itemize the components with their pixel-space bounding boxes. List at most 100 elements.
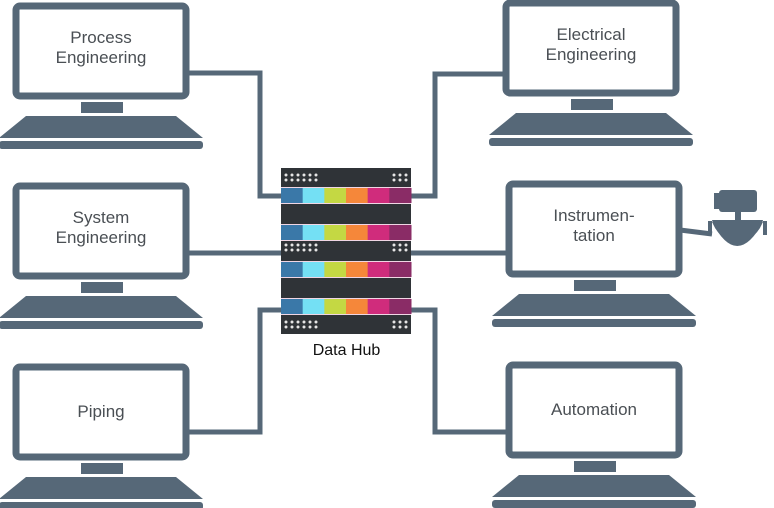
rack-vent-dot xyxy=(398,178,402,182)
laptop-base xyxy=(492,319,696,327)
rack-vent-dot xyxy=(314,248,318,252)
rack-vent-dot xyxy=(404,325,408,329)
computer-piping[interactable] xyxy=(0,363,203,508)
link-piping xyxy=(189,307,282,435)
rack-vent-dot xyxy=(302,173,306,177)
rack-vent-dot xyxy=(398,320,402,324)
rack-vent-dot xyxy=(308,248,312,252)
rack-vent-dot xyxy=(308,320,312,324)
rack-vent-dot xyxy=(290,320,294,324)
rack-vent-dot xyxy=(404,173,408,177)
label-piping: Piping xyxy=(16,402,186,422)
rack-led xyxy=(281,188,304,203)
monitor-screen xyxy=(12,182,190,280)
laptop-base xyxy=(492,500,696,508)
rack-vent-dot xyxy=(392,173,396,177)
rack-vent-dot xyxy=(404,248,408,252)
computer-process[interactable] xyxy=(0,2,203,149)
monitor-stand xyxy=(574,280,616,291)
connection-lines xyxy=(189,70,713,435)
rack-vent-dot xyxy=(290,178,294,182)
rack-vent-dot xyxy=(302,320,306,324)
rack-led xyxy=(324,188,347,203)
rack-vent-dot xyxy=(308,325,312,329)
rack-vent-dot xyxy=(392,243,396,247)
rack-vent-dot xyxy=(314,325,318,329)
rack-vent-dot xyxy=(284,320,288,324)
laptop-base xyxy=(0,321,203,329)
rack-vent-dot xyxy=(398,243,402,247)
keyboard xyxy=(0,477,203,499)
laptop-base xyxy=(0,502,203,508)
rack-led xyxy=(367,262,390,277)
rack-led xyxy=(367,225,390,240)
rack-vent-dot xyxy=(296,320,300,324)
monitor-stand xyxy=(81,463,123,474)
monitor-screen xyxy=(502,0,680,97)
rack-vent-dot xyxy=(398,248,402,252)
keyboard xyxy=(489,113,693,135)
computer-electrical[interactable] xyxy=(489,0,693,146)
rack-vent-dot xyxy=(404,178,408,182)
monitor-stand xyxy=(571,99,613,110)
keyboard xyxy=(0,116,203,138)
computer-system[interactable] xyxy=(0,182,203,329)
data-hub-rack[interactable] xyxy=(281,168,412,334)
rack-vent-dot xyxy=(308,178,312,182)
monitor-stand xyxy=(81,102,123,113)
computer-instrumentation[interactable] xyxy=(492,180,696,327)
label-line: Instrumen- xyxy=(553,206,635,225)
rack-led xyxy=(389,299,412,314)
rack-vent-dot xyxy=(404,243,408,247)
rack-vent-dot xyxy=(404,320,408,324)
rack-vent-dot xyxy=(392,178,396,182)
monitor-stand xyxy=(574,461,616,472)
rack-vent-dot xyxy=(392,248,396,252)
rack-led xyxy=(302,299,325,314)
link-flow-meter xyxy=(679,227,713,237)
link-electrical xyxy=(410,71,504,199)
monitor-screen xyxy=(505,361,683,459)
label-line: tation xyxy=(573,226,615,245)
monitor-stand xyxy=(81,282,123,293)
keyboard xyxy=(492,475,696,497)
label-line: Process xyxy=(70,28,132,47)
label-instrumentation: Instrumen-tation xyxy=(509,206,679,246)
rack-vent-dot xyxy=(284,173,288,177)
rack-vent-dot xyxy=(290,248,294,252)
rack-led xyxy=(324,225,347,240)
label-line: Engineering xyxy=(55,48,147,67)
rack-vent-dot xyxy=(308,243,312,247)
rack-vent-dot xyxy=(284,325,288,329)
rack-vent-dot xyxy=(314,320,318,324)
label-line: Engineering xyxy=(55,228,147,247)
rack-vent-dot xyxy=(296,325,300,329)
rack-vent-dot xyxy=(302,178,306,182)
laptop-base xyxy=(489,138,693,146)
rack-vent-dot xyxy=(392,325,396,329)
rack-vent-dot xyxy=(308,173,312,177)
computer-automation[interactable] xyxy=(492,361,696,508)
label-line: Automation xyxy=(551,400,637,419)
rack-led xyxy=(302,225,325,240)
monitor-screen xyxy=(12,363,190,461)
monitor-screen xyxy=(12,2,190,100)
rack-vent-dot xyxy=(296,173,300,177)
rack-led xyxy=(389,262,412,277)
rack-led xyxy=(302,188,325,203)
rack-led xyxy=(281,225,304,240)
rack-vent-dot xyxy=(392,320,396,324)
rack-led xyxy=(324,299,347,314)
flow-meter-icon xyxy=(708,190,767,246)
link-process xyxy=(189,70,282,199)
keyboard xyxy=(492,294,696,316)
rack-vent-dot xyxy=(302,248,306,252)
rack-vent-dot xyxy=(296,243,300,247)
rack-led xyxy=(324,262,347,277)
link-automation xyxy=(410,307,507,435)
rack-led xyxy=(346,299,369,314)
